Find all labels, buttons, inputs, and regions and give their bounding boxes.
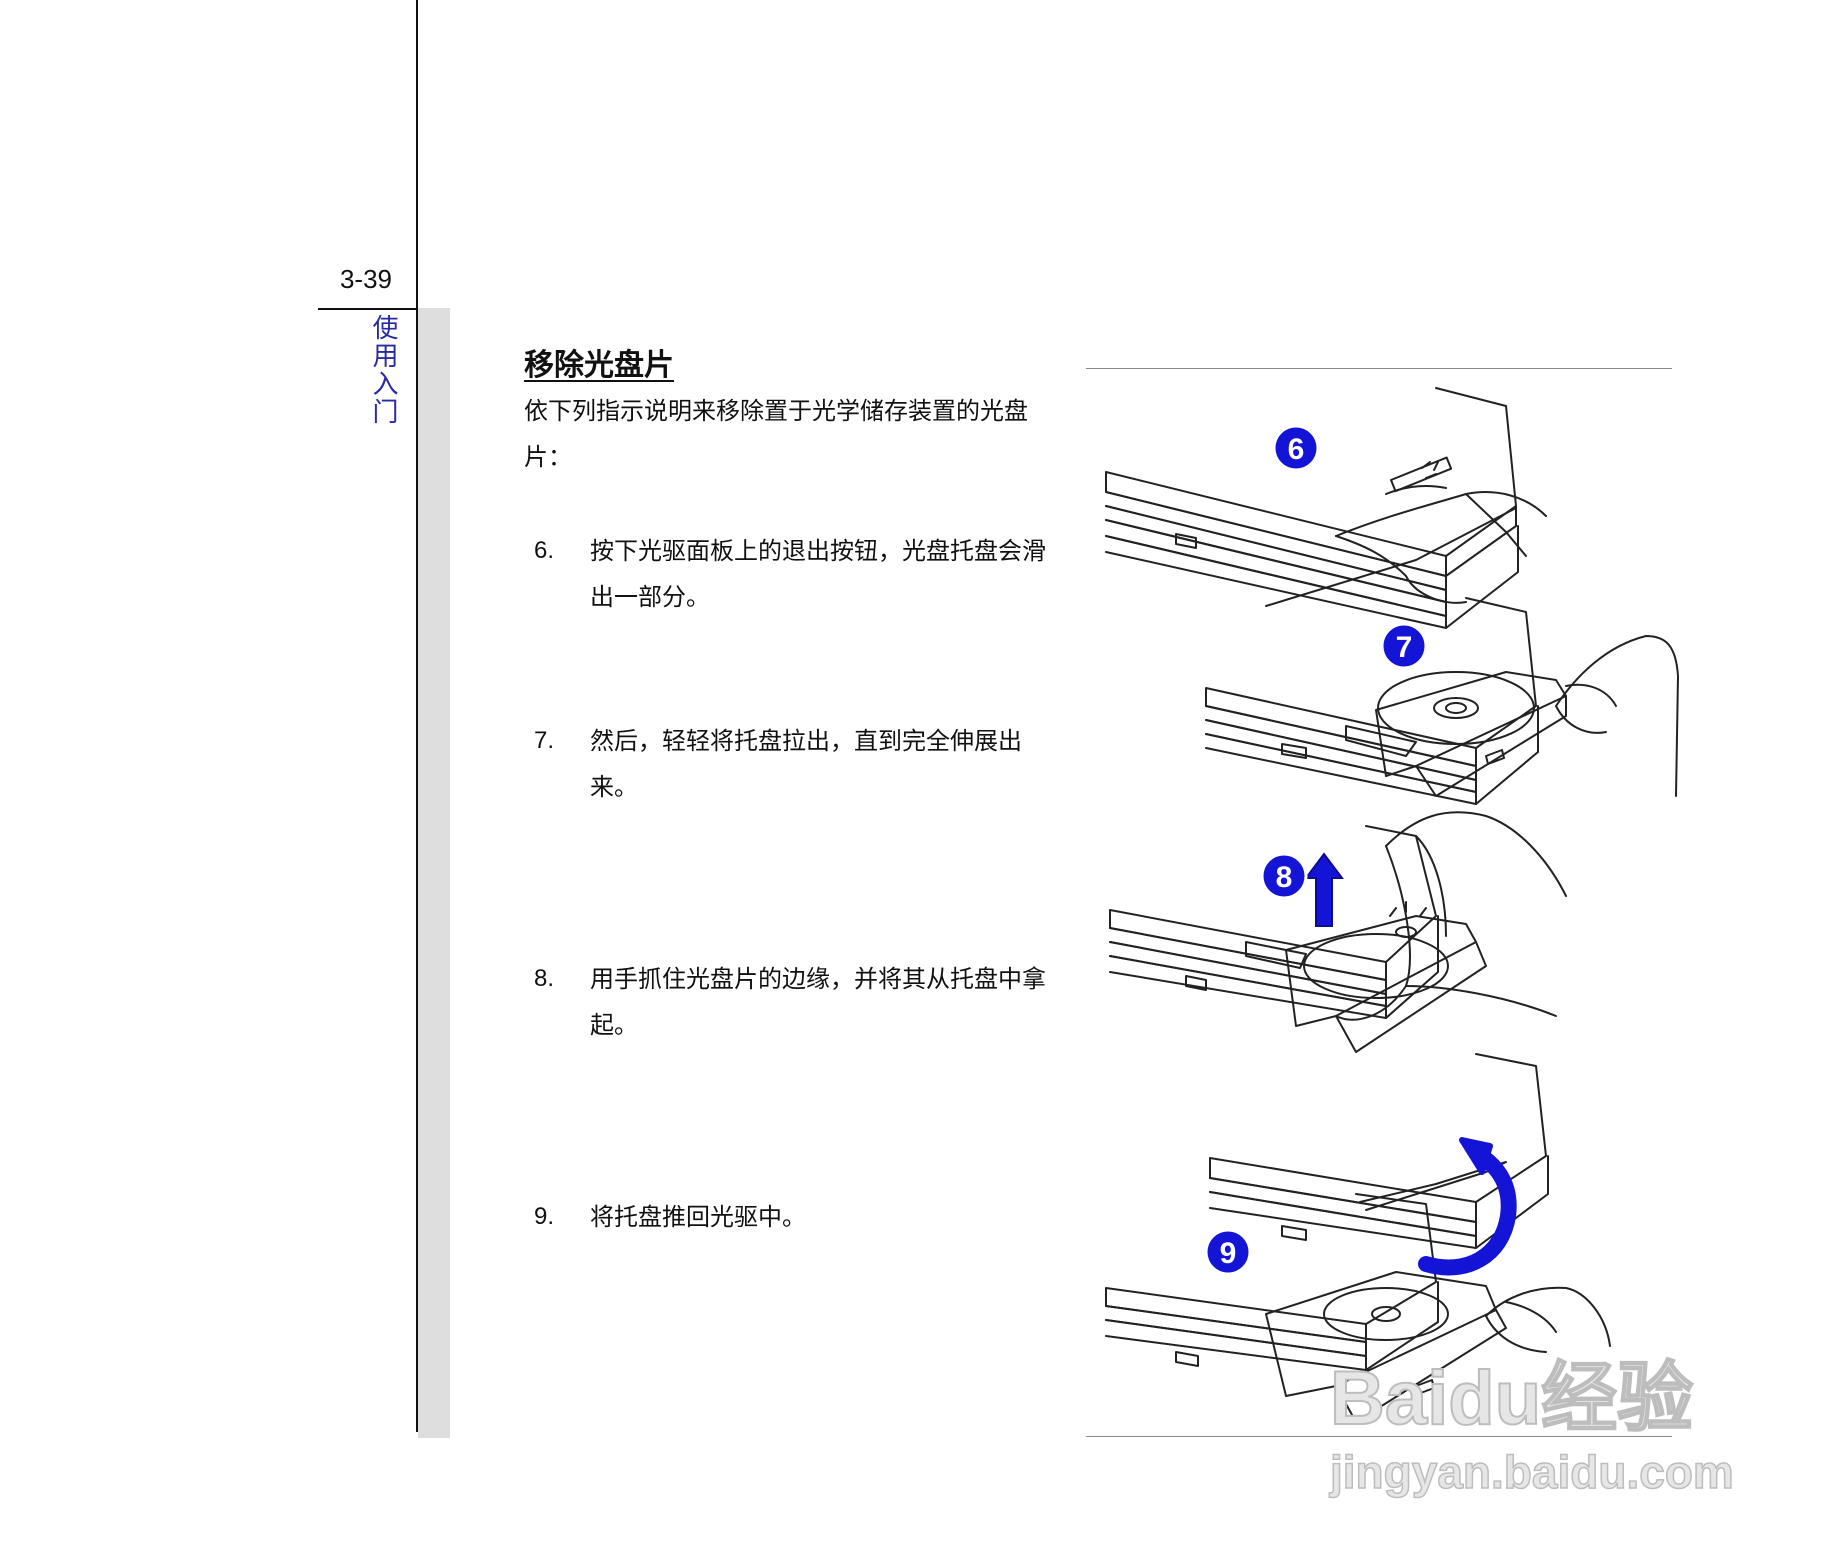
page-number-rule	[318, 308, 416, 310]
watermark-url: jingyan.baidu.com	[1329, 1446, 1734, 1498]
panel-6-laptop	[1105, 387, 1519, 629]
panel-9-tray	[1265, 1271, 1507, 1423]
step-9: 9. 将托盘推回光驱中。	[534, 1194, 1060, 1240]
panel-9-hand	[1485, 1286, 1611, 1353]
step-text: 将托盘推回光驱中。	[590, 1203, 806, 1231]
margin-gray-band	[418, 308, 450, 1438]
figure-bottom-rule	[1086, 1436, 1672, 1437]
step-6: 6. 按下光驱面板上的退出按钮，光盘托盘会滑出一部分。	[534, 528, 1060, 620]
panel-9-laptop-bottom	[1105, 1193, 1439, 1371]
step-8: 8. 用手抓住光盘片的边缘，并将其从托盘中拿起。	[534, 956, 1060, 1048]
svg-text:6: 6	[1288, 433, 1305, 466]
step-text: 按下光驱面板上的退出按钮，光盘托盘会滑出一部分。	[590, 537, 1046, 611]
step-badge-9: 9	[1204, 1228, 1252, 1276]
watermark-brand: Baidu经验	[1330, 1356, 1693, 1441]
panel-8-hand	[1335, 811, 1567, 1021]
disc-removal-illustration: 6 7 8 9	[1086, 376, 1726, 1436]
lift-up-arrow	[1304, 852, 1344, 927]
step-number: 8.	[534, 965, 555, 992]
chapter-label: 使用入门	[368, 314, 398, 426]
panel-7-tray	[1375, 671, 1567, 797]
push-back-arrow	[1418, 1137, 1517, 1276]
svg-text:7: 7	[1396, 631, 1413, 664]
page-number: 3-39	[339, 264, 392, 294]
step-number: 6.	[534, 537, 555, 564]
step-badge-7: 7	[1380, 622, 1428, 670]
svg-text:8: 8	[1276, 861, 1293, 894]
panel-6-hand	[1335, 485, 1547, 604]
step-badge-6: 6	[1272, 424, 1320, 472]
step-badge-8: 8	[1260, 852, 1308, 900]
baidu-watermark: Baidu经验 jingyan.baidu.com	[1320, 1350, 1760, 1500]
section-title: 移除光盘片	[524, 348, 674, 383]
section-intro: 依下列指示说明来移除置于光学储存装置的光盘片：	[524, 397, 1028, 471]
step-text: 用手抓住光盘片的边缘，并将其从托盘中拿起。	[590, 965, 1046, 1039]
margin-vertical-rule	[416, 0, 418, 1432]
panel-9-laptop-top	[1209, 1053, 1549, 1249]
step-number: 7.	[534, 727, 555, 754]
step-number: 9.	[534, 1203, 555, 1230]
figure-top-rule	[1086, 368, 1672, 369]
svg-text:9: 9	[1220, 1237, 1237, 1270]
panel-7-hand	[1555, 635, 1679, 797]
step-text: 然后，轻轻将托盘拉出，直到完全伸展出来。	[590, 727, 1022, 801]
step-7: 7. 然后，轻轻将托盘拉出，直到完全伸展出来。	[534, 718, 1060, 810]
panel-7-laptop	[1205, 597, 1539, 805]
panel-8-laptop	[1109, 825, 1439, 1019]
